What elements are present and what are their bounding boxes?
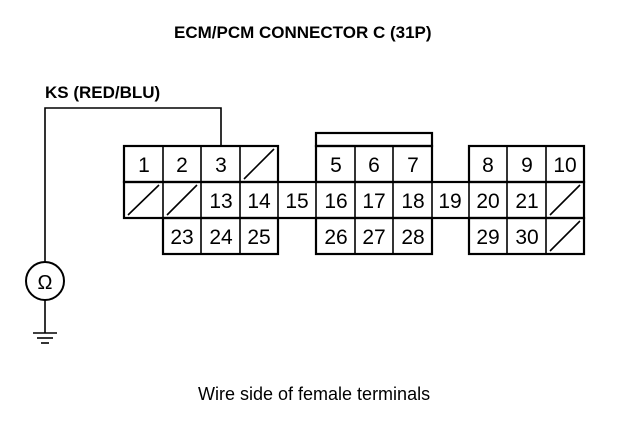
pin-5: 5 [330,154,342,177]
diagram-caption: Wire side of female terminals [198,384,430,404]
pin-16: 16 [324,190,347,213]
ohmmeter-icon: Ω [25,261,65,301]
pin-10: 10 [553,154,576,177]
pin-20: 20 [476,190,499,213]
pin-19: 19 [438,190,461,213]
empty-cell-diagonals [127,148,581,252]
pin-30: 30 [515,226,538,249]
pin-3: 3 [215,154,227,177]
pin-27: 27 [362,226,385,249]
pin-2: 2 [176,154,188,177]
connector-outline [122,131,586,256]
pin-14: 14 [247,190,271,213]
pin-18: 18 [401,190,424,213]
diagram-title: ECM/PCM CONNECTOR C (31P) [174,23,432,42]
pin-6: 6 [368,154,380,177]
wire-label: KS (RED/BLU) [45,83,160,102]
pin-15: 15 [285,190,308,213]
pin-17: 17 [362,190,385,213]
pin-29: 29 [476,226,499,249]
pin-8: 8 [482,154,494,177]
ground-icon [33,300,57,344]
ohm-symbol: Ω [38,272,53,294]
pin-7: 7 [407,154,419,177]
pin-25: 25 [247,226,270,249]
pin-26: 26 [324,226,347,249]
ks-wire [44,107,222,262]
cell-dividers [162,146,547,254]
pin-9: 9 [521,154,533,177]
pin-28: 28 [401,226,424,249]
pin-1: 1 [138,154,150,177]
pin-13: 13 [209,190,232,213]
pin-21: 21 [515,190,538,213]
pin-24: 24 [209,226,233,249]
pin-23: 23 [170,226,193,249]
